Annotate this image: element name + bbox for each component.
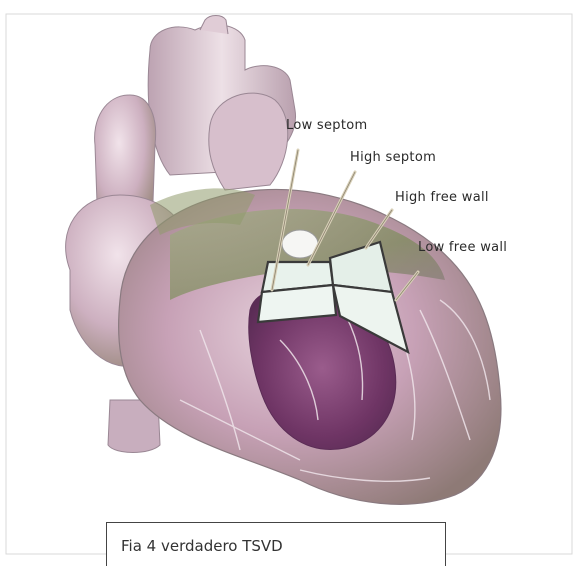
caption-box: Fia 4 verdadero TSVD [106,522,446,566]
label-low-free-wall: Low free wall [418,240,507,255]
label-high-septom: High septom [350,150,436,165]
label-low-septom: Low septom [286,118,367,133]
pulmonary-trunk [209,93,288,190]
panel-high-septom [258,285,336,322]
figure-caption: Fia 4 verdadero TSVD [121,537,283,555]
label-high-free-wall: High free wall [395,190,489,205]
